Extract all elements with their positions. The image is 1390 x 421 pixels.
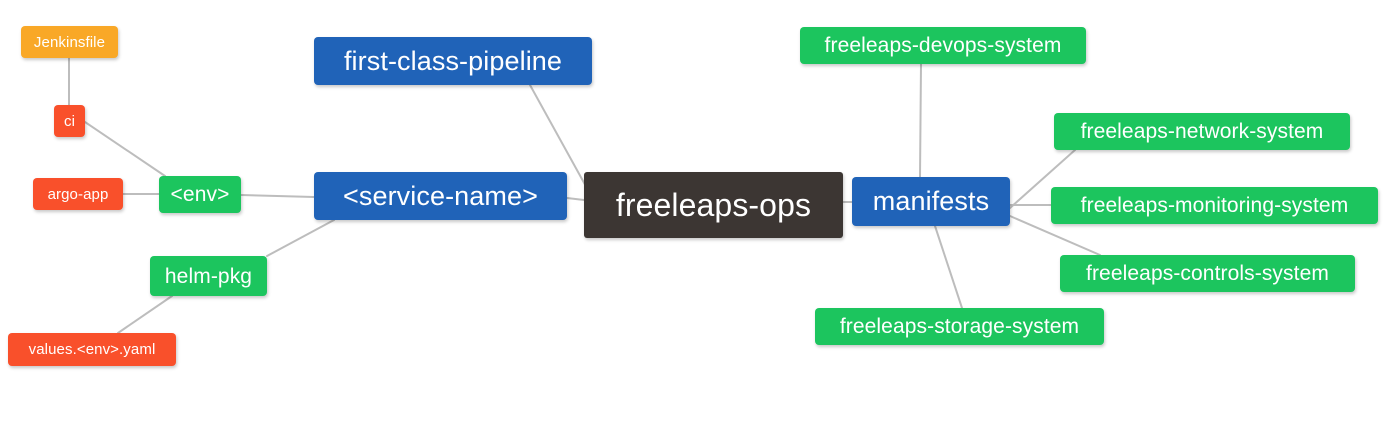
node-argo-app[interactable]: argo-app [33, 178, 123, 210]
edge-manifests-to-freeleaps-devops-system [919, 63, 922, 178]
node-service-name[interactable]: <service-name> [314, 172, 567, 220]
node-label-freeleaps-storage-system: freeleaps-storage-system [839, 315, 1080, 338]
edge-manifests-to-freeleaps-storage-system [934, 225, 963, 309]
node-values-env-yaml[interactable]: values.<env>.yaml [8, 333, 176, 366]
node-freeleaps-ops[interactable]: freeleaps-ops [584, 172, 843, 238]
node-label-ci: ci [63, 112, 76, 130]
node-label-first-class-pipeline: first-class-pipeline [343, 45, 563, 76]
edge-env-to-ci [84, 121, 166, 177]
edge-freeleaps-ops-to-service-name [566, 197, 585, 201]
edge-helm-pkg-to-values-env-yaml [117, 295, 173, 334]
node-env[interactable]: <env> [159, 176, 241, 213]
node-label-manifests: manifests [872, 186, 990, 216]
node-label-values-env-yaml: values.<env>.yaml [28, 341, 156, 358]
node-manifests[interactable]: manifests [852, 177, 1010, 226]
node-label-freeleaps-controls-system: freeleaps-controls-system [1086, 262, 1329, 285]
node-ci[interactable]: ci [54, 105, 85, 137]
node-label-helm-pkg: helm-pkg [164, 264, 253, 288]
node-label-service-name: <service-name> [343, 180, 538, 211]
node-jenkinsfile[interactable]: Jenkinsfile [21, 26, 118, 58]
node-label-freeleaps-devops-system: freeleaps-devops-system [824, 34, 1062, 57]
edge-service-name-to-env [240, 194, 315, 198]
edge-service-name-to-helm-pkg [266, 219, 335, 257]
node-first-class-pipeline[interactable]: first-class-pipeline [314, 37, 592, 85]
node-freeleaps-controls-system[interactable]: freeleaps-controls-system [1060, 255, 1355, 292]
node-label-freeleaps-ops: freeleaps-ops [615, 187, 812, 223]
node-freeleaps-storage-system[interactable]: freeleaps-storage-system [815, 308, 1104, 345]
node-freeleaps-network-system[interactable]: freeleaps-network-system [1054, 113, 1350, 150]
node-label-env: <env> [170, 183, 230, 206]
node-label-jenkinsfile: Jenkinsfile [33, 33, 106, 51]
node-label-argo-app: argo-app [47, 185, 109, 203]
node-helm-pkg[interactable]: helm-pkg [150, 256, 267, 296]
node-label-freeleaps-network-system: freeleaps-network-system [1080, 120, 1324, 143]
node-label-freeleaps-monitoring-system: freeleaps-monitoring-system [1080, 194, 1349, 217]
node-freeleaps-devops-system[interactable]: freeleaps-devops-system [800, 27, 1086, 64]
node-freeleaps-monitoring-system[interactable]: freeleaps-monitoring-system [1051, 187, 1378, 224]
